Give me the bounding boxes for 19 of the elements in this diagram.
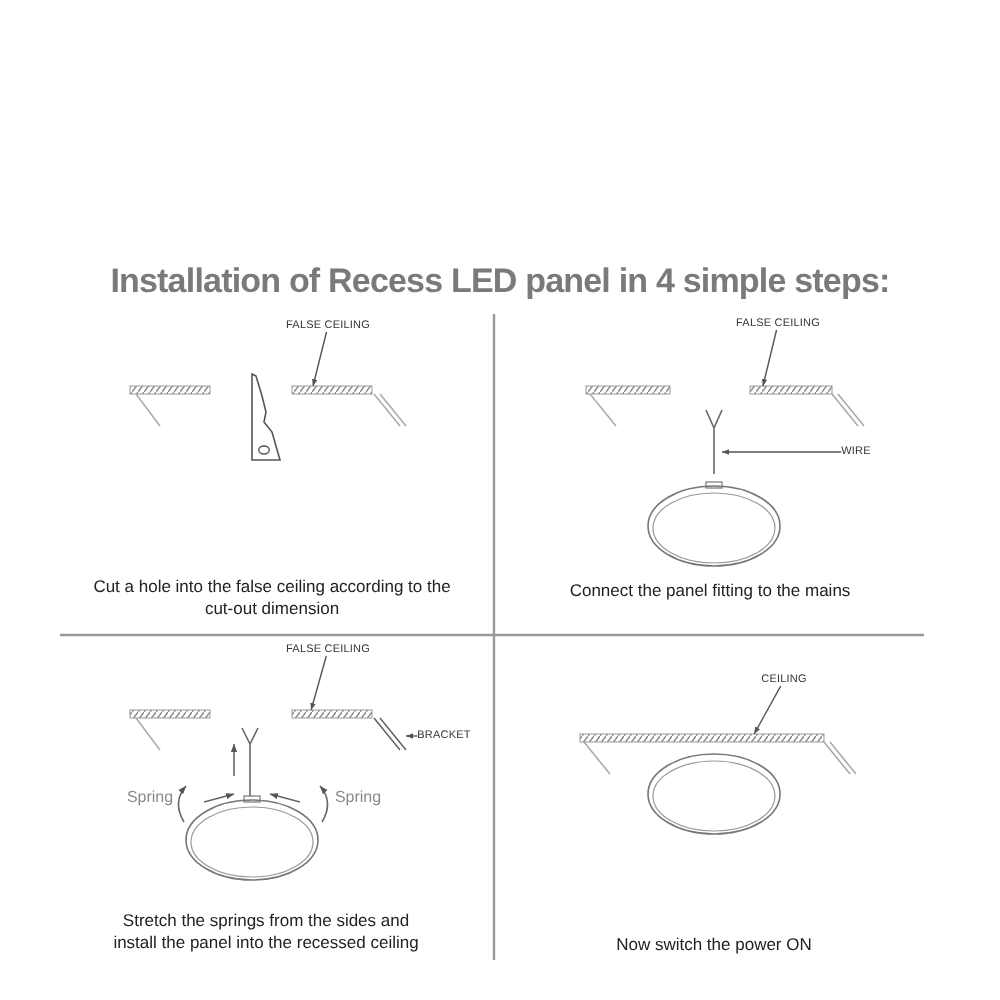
wire: [705, 409, 723, 475]
title: Installation of Recess LED panel in 4 simple steps:: [110, 263, 890, 301]
step-caption: Connect the panel fitting to the mains: [567, 580, 853, 604]
part-label: Spring: [126, 789, 174, 807]
bracket-line: [373, 717, 407, 751]
part-label: Spring: [334, 789, 382, 807]
ceiling-strip: [291, 385, 373, 395]
leader-arrow: [761, 329, 778, 387]
leader-arrow: [721, 449, 842, 455]
step-caption: Cut a hole into the false ceiling according to the cut-out dimension: [92, 575, 452, 621]
step-caption: Stretch the springs from the sides and install the panel into the recessed ceiling: [111, 909, 421, 955]
ceiling-strip: [579, 733, 825, 743]
leader-arrow: [405, 733, 418, 739]
leader-arrow: [753, 685, 782, 735]
ceiling-strip: [749, 385, 833, 395]
ceiling-strip: [291, 709, 373, 719]
leader-arrow: [312, 331, 328, 387]
step-caption: Now switch the power ON: [614, 934, 814, 958]
leader-arrow: [310, 655, 327, 711]
